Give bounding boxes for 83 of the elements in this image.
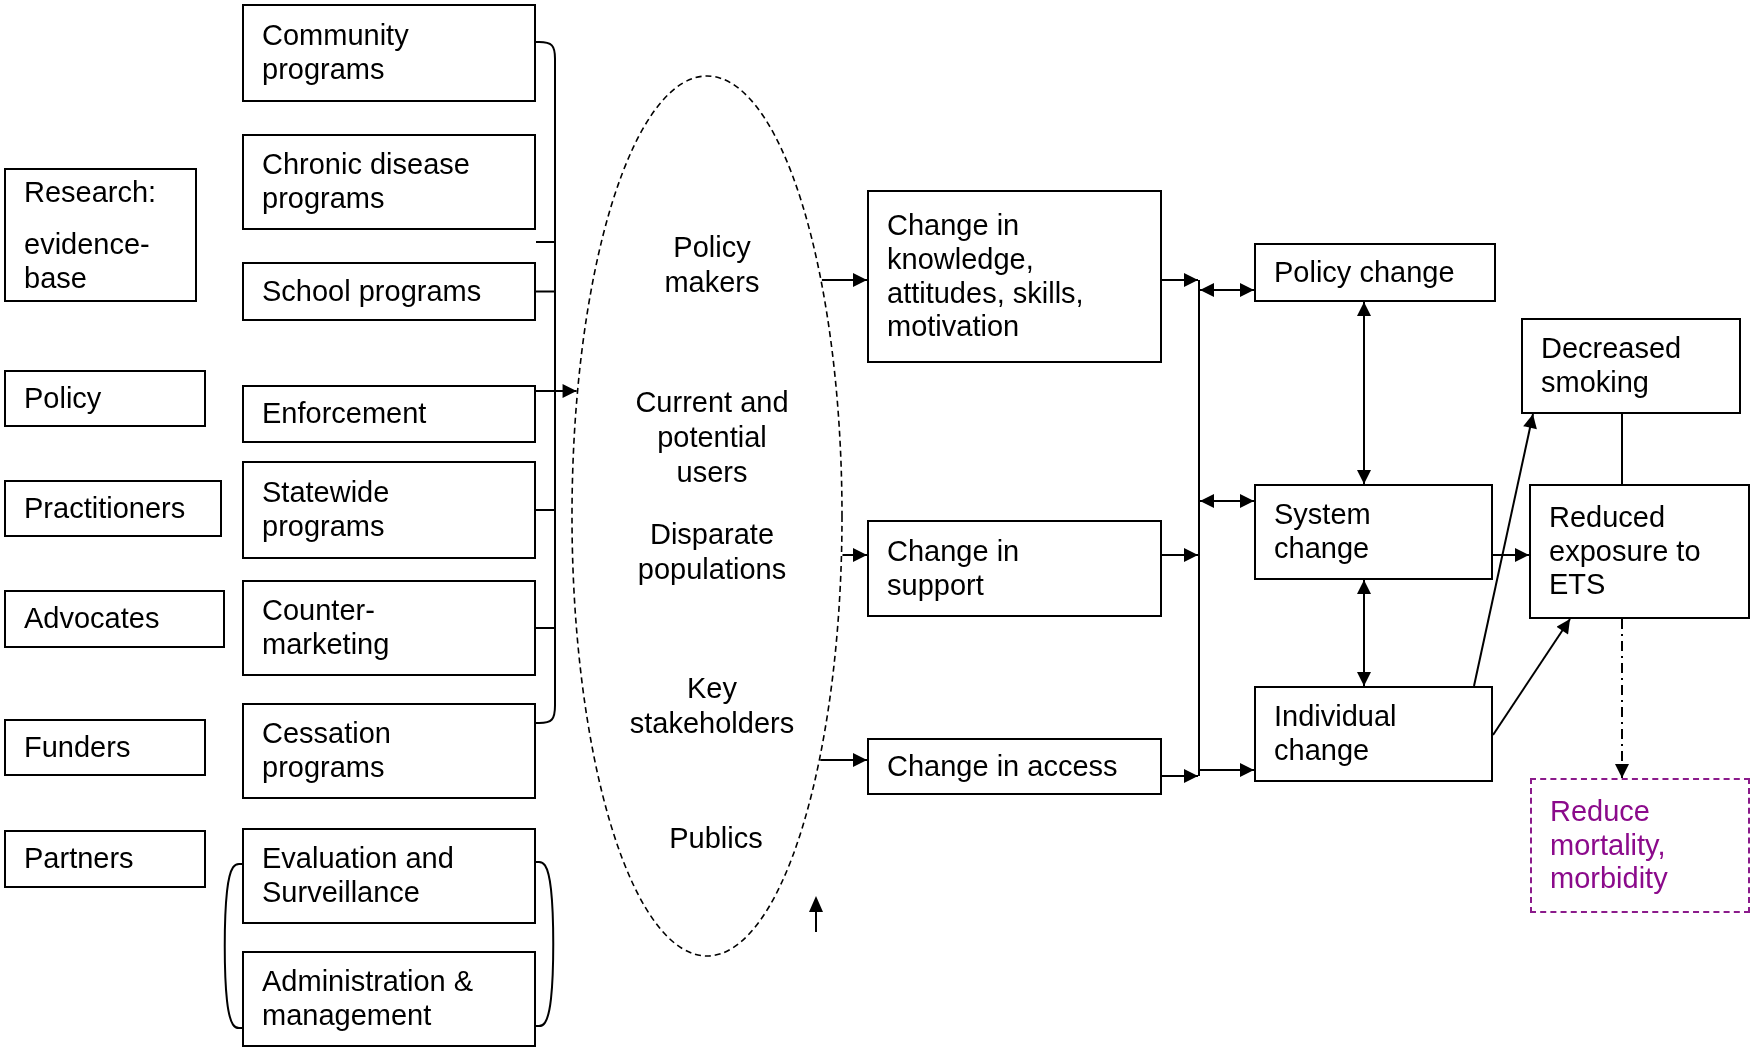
process-box [1521,318,1741,414]
connector-line [1621,413,1623,485]
arrow [1161,769,1199,783]
arrow [1199,283,1255,297]
process-box [242,580,536,676]
connector-line [535,290,556,293]
connector-line [535,509,556,511]
process-box [242,262,536,321]
process-box [242,4,536,102]
box-text: Practitioners [24,491,187,526]
box-text: Change in access [887,749,1119,784]
ellipse-group [571,75,843,957]
connector-line [535,390,556,392]
connector-line [535,241,556,243]
box-text: Individual change [1274,700,1398,768]
process-box [1254,686,1493,782]
arrow [819,753,868,767]
process-box [867,738,1162,795]
process-box [4,168,197,302]
audience-label: Key stakeholders [628,671,796,741]
arrow [1357,579,1371,687]
process-box [4,719,206,776]
process-box [242,703,536,799]
bracket-line [535,861,555,1027]
box-text: Funders [24,730,132,765]
box-text: Statewide programs [262,476,391,544]
box-text: Enforcement [262,397,428,431]
process-box [242,134,536,230]
process-box [1529,484,1750,619]
arrow [1492,618,1571,736]
arrow [1199,763,1255,777]
connector-bar [1198,280,1200,776]
connector-bar [554,62,556,702]
process-box [242,385,536,443]
process-box [867,190,1162,363]
arrow [1199,494,1255,508]
box-text: Evaluation and Surveillance [262,842,455,910]
arrow [1615,618,1629,779]
arrow [554,384,578,398]
box-text: Administration & management [262,965,475,1033]
box-text: Decreased smoking [1541,332,1683,400]
arrow [1357,301,1371,485]
box-text: evidence- base [24,227,151,296]
box-text: Counter- marketing [262,594,391,662]
arrow [1492,548,1530,562]
box-text: School programs [262,274,483,309]
box-text: Policy [24,381,103,416]
process-box [4,590,225,648]
audience-label: Disparate populations [636,517,788,587]
audience-label: Publics [668,820,764,856]
process-box [4,370,206,427]
box-text: Cessation programs [262,717,392,785]
box-text: Reduce mortality, morbidity [1550,794,1669,897]
process-box [242,828,536,924]
arrow [1161,273,1199,287]
audience-label: Policy makers [663,230,761,300]
process-box [4,480,222,537]
box-text: System change [1274,498,1372,566]
box-text: Change in support [887,534,1021,603]
process-box [1254,243,1496,302]
process-box [242,951,536,1047]
box-text: Chronic disease programs [262,148,471,216]
connector-line [535,41,556,63]
box-text: Reduced exposure to ETS [1549,500,1702,603]
process-box [4,830,206,888]
arrow [1473,413,1537,687]
box-text: Community programs [262,19,410,87]
box-text: Policy change [1274,255,1456,290]
arrow [1161,548,1199,562]
bracket-line [223,863,243,1029]
box-text: Partners [24,842,135,876]
box-text: Change in knowledge, attitudes, skills, motivation [887,208,1085,345]
arrow [841,548,868,562]
box-text: Advocates [24,602,161,636]
audience-label: Current and potential users [634,384,790,490]
process-box [1254,484,1493,580]
arrow [820,273,868,287]
outcome-box [1530,778,1750,913]
process-box [867,520,1162,617]
process-box [242,461,536,559]
box-text: Research: [24,176,158,210]
connector-line [535,701,556,724]
connector-line [535,627,556,629]
